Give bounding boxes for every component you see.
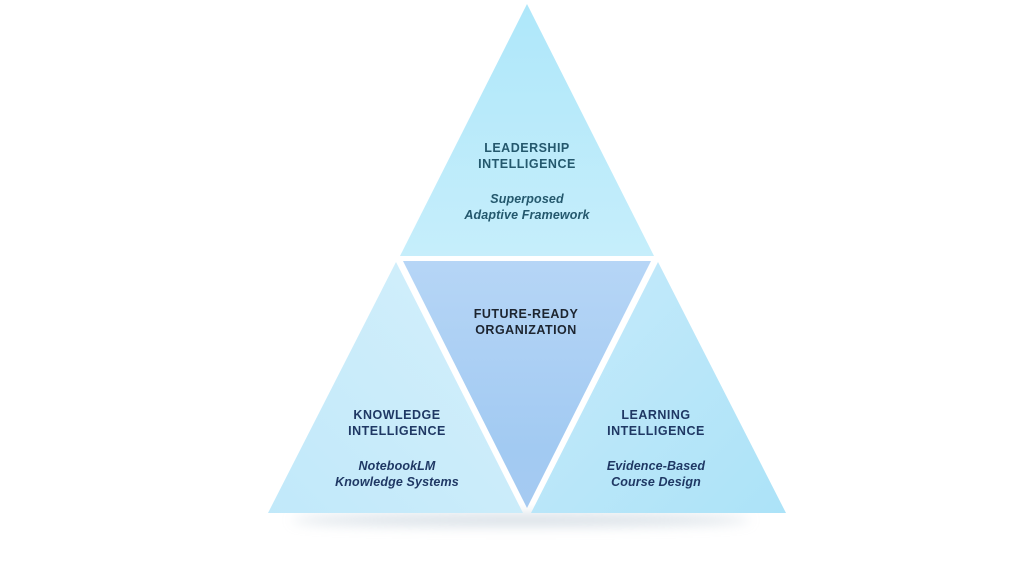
pyramid-ground-shadow [292,514,750,526]
